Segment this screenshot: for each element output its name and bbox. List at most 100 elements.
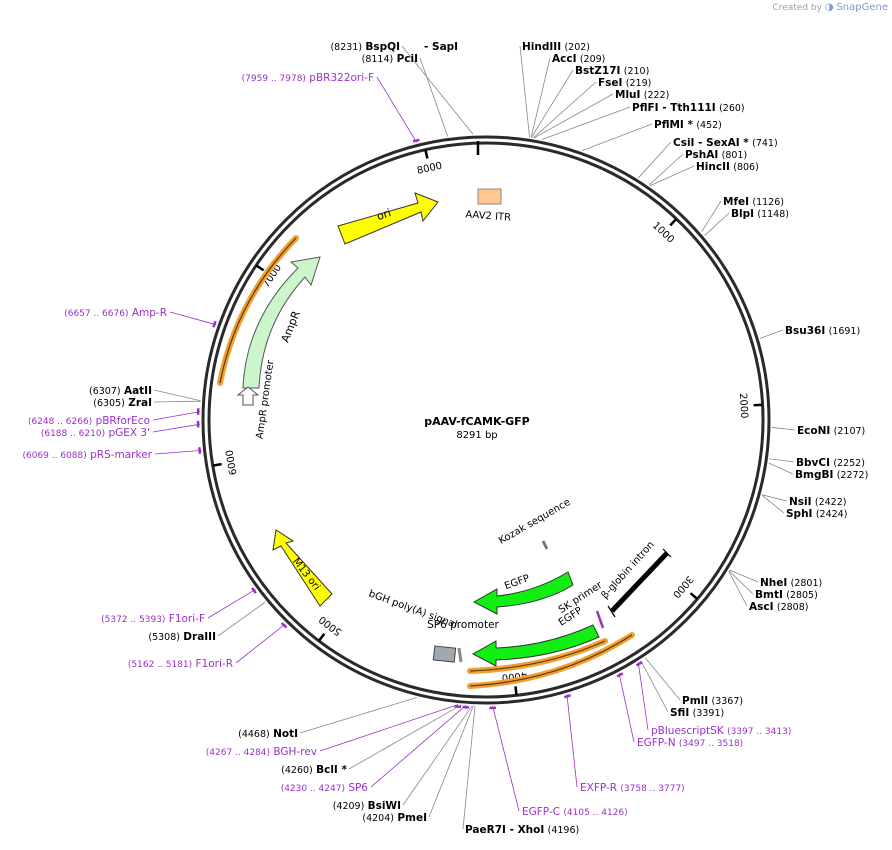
enzyme-label[interactable]: (8114) PciI — [362, 53, 418, 65]
enzyme-label[interactable]: HincII (806) — [696, 161, 759, 173]
enzyme-label[interactable]: SfiI (3391) — [670, 707, 724, 719]
feature-orange-arc-left-core — [219, 237, 297, 384]
tick-mark — [669, 217, 678, 227]
feature-bgh-polya-box[interactable] — [432, 645, 457, 663]
enzyme-label[interactable]: (5308) DraIII — [148, 631, 216, 643]
primer-label[interactable]: (4267 .. 4284) BGH-rev — [206, 746, 317, 758]
plasmid-length: 8291 bp — [456, 430, 497, 441]
feature-beta-globin-intron-bar[interactable] — [610, 551, 669, 613]
enzyme-label[interactable]: HindIII (202) — [522, 41, 590, 53]
enzyme-label[interactable]: EcoNI (2107) — [797, 425, 865, 437]
leader-line — [153, 400, 201, 403]
primer-mark — [412, 138, 420, 143]
leader-line — [207, 589, 256, 619]
leader-line — [419, 57, 449, 137]
primer-label[interactable]: (5162 .. 5181) F1ori-R — [128, 658, 233, 670]
enzyme-label[interactable]: (6305) ZraI — [93, 397, 152, 409]
enzyme-label[interactable]: (4204) PmeI — [362, 812, 427, 824]
primer-mark — [616, 672, 624, 678]
snapgene-logo-icon: ◑ — [824, 2, 834, 13]
feature-egfp-lower-arrow[interactable] — [471, 624, 600, 667]
leader-line — [154, 449, 202, 455]
leader-line — [759, 329, 784, 339]
leader-line — [519, 45, 531, 138]
primer-label[interactable]: (6069 .. 6088) pRS-marker — [22, 449, 152, 461]
enzyme-label[interactable]: (6307) AatII — [89, 385, 152, 397]
watermark-created-by: Created by — [772, 3, 822, 13]
feature-egfp-upper-arrow[interactable] — [472, 571, 574, 615]
enzyme-label[interactable]: FseI (219) — [598, 77, 651, 89]
feature-ampr-promoter-arrow[interactable] — [236, 386, 260, 406]
feature-m13-ori-arrow[interactable] — [272, 529, 333, 607]
feature-kozak-label: Kozak sequence — [497, 497, 572, 547]
primer-label[interactable]: (7959 .. 7978) pBR322ori-F — [242, 72, 374, 84]
leader-line — [728, 570, 754, 595]
leader-line — [492, 705, 520, 812]
enzyme-label[interactable]: BmgBI (2272) — [795, 469, 868, 481]
enzyme-label[interactable]: PshAI (801) — [685, 149, 747, 161]
enzyme-label[interactable]: BstZ17I (210) — [575, 65, 649, 77]
primer-mark — [635, 661, 643, 667]
enzyme-label[interactable]: BlpI (1148) — [731, 208, 789, 220]
enzyme-label[interactable]: AscI (2808) — [749, 601, 808, 613]
enzyme-label[interactable]: BbvCI (2252) — [796, 457, 865, 469]
primer-label[interactable]: EXFP-R (3758 .. 3777) — [580, 782, 685, 794]
leader-line — [169, 311, 217, 326]
enzyme-label[interactable]: AccI (209) — [552, 53, 605, 65]
leader-line — [152, 423, 201, 433]
leader-line — [581, 123, 653, 151]
primer-label[interactable]: pBluescriptSK (3397 .. 3413) — [651, 725, 791, 737]
enzyme-label[interactable]: (4209) BsiWI — [333, 800, 401, 812]
leader-line — [152, 411, 201, 421]
enzyme-label[interactable]: PflFI - Tth111I (260) — [632, 102, 745, 114]
enzyme-label[interactable]: PflMI * (452) — [654, 119, 722, 131]
primer-label[interactable]: (6188 .. 6210) pGEX 3' — [41, 427, 150, 439]
enzyme-label[interactable]: MfeI (1126) — [723, 196, 784, 208]
tick-mark — [212, 462, 222, 467]
enzyme-label[interactable]: NsiI (2422) — [789, 496, 846, 508]
leader-line — [402, 705, 473, 806]
primer-label[interactable]: (6657 .. 6676) Amp-R — [64, 307, 167, 319]
primer-label[interactable]: (6248 .. 6266) pBRforEco — [28, 415, 150, 427]
feature-ampr-arrow[interactable] — [242, 256, 321, 389]
tick-label: 8000 — [416, 161, 443, 177]
leader-line — [729, 569, 759, 583]
primer-label[interactable]: (5372 .. 5393) F1ori-F — [101, 613, 205, 625]
leader-line — [618, 673, 635, 743]
tick-label: 2000 — [737, 393, 749, 419]
site-labels: (8231) BspQI - SapI (8114) PciI HindIII (20… — [22, 41, 868, 836]
primer-label[interactable]: EGFP-C (4105 .. 4126) — [522, 806, 628, 818]
enzyme-label[interactable]: - SapI — [424, 41, 458, 53]
primer-label[interactable]: EGFP-N (3497 .. 3518) — [637, 737, 743, 749]
leader-line — [637, 141, 672, 179]
enzyme-label[interactable]: BmtI (2805) — [755, 589, 818, 601]
enzyme-label[interactable]: CsiI - SexAI * (741) — [673, 137, 778, 149]
primer-mark — [563, 694, 571, 699]
leader-line — [299, 697, 417, 734]
enzyme-label[interactable]: PaeR7I - XhoI (4196) — [465, 824, 579, 836]
enzyme-label[interactable]: (8231) BspQI — [330, 41, 400, 53]
enzyme-label[interactable]: SphI (2424) — [786, 508, 847, 520]
tick-mark — [255, 264, 265, 272]
feature-orange-arc-lower-2-core — [469, 634, 633, 687]
primer-label[interactable]: (4230 .. 4247) SP6 — [281, 782, 369, 794]
leader-line — [217, 601, 266, 637]
backbone-inner-ring — [207, 141, 765, 699]
feature-orange-arc-lower-1-core — [469, 640, 606, 672]
enzyme-label[interactable]: (4468) NotI — [238, 728, 298, 740]
enzyme-label[interactable]: PmlI (3367) — [682, 695, 743, 707]
leader-line — [566, 694, 578, 788]
plasmid-name: pAAV-fCAMK-GFP — [424, 415, 530, 428]
feature-ori-arrow[interactable] — [337, 192, 439, 245]
enzyme-label[interactable]: (4260) BclI * — [281, 764, 347, 776]
feature-aav2-itr-box[interactable] — [477, 188, 502, 205]
leader-line — [637, 662, 649, 731]
enzyme-label[interactable]: Bsu36I (1691) — [785, 325, 860, 337]
primer-mark — [212, 320, 217, 328]
enzyme-label[interactable]: NheI (2801) — [760, 577, 822, 589]
feature-aav2-itr-label: AAV2 ITR — [465, 209, 511, 223]
enzyme-label[interactable]: MluI (222) — [615, 89, 669, 101]
leader-lines — [152, 45, 796, 830]
leader-line — [462, 705, 476, 830]
leader-line — [348, 704, 462, 770]
